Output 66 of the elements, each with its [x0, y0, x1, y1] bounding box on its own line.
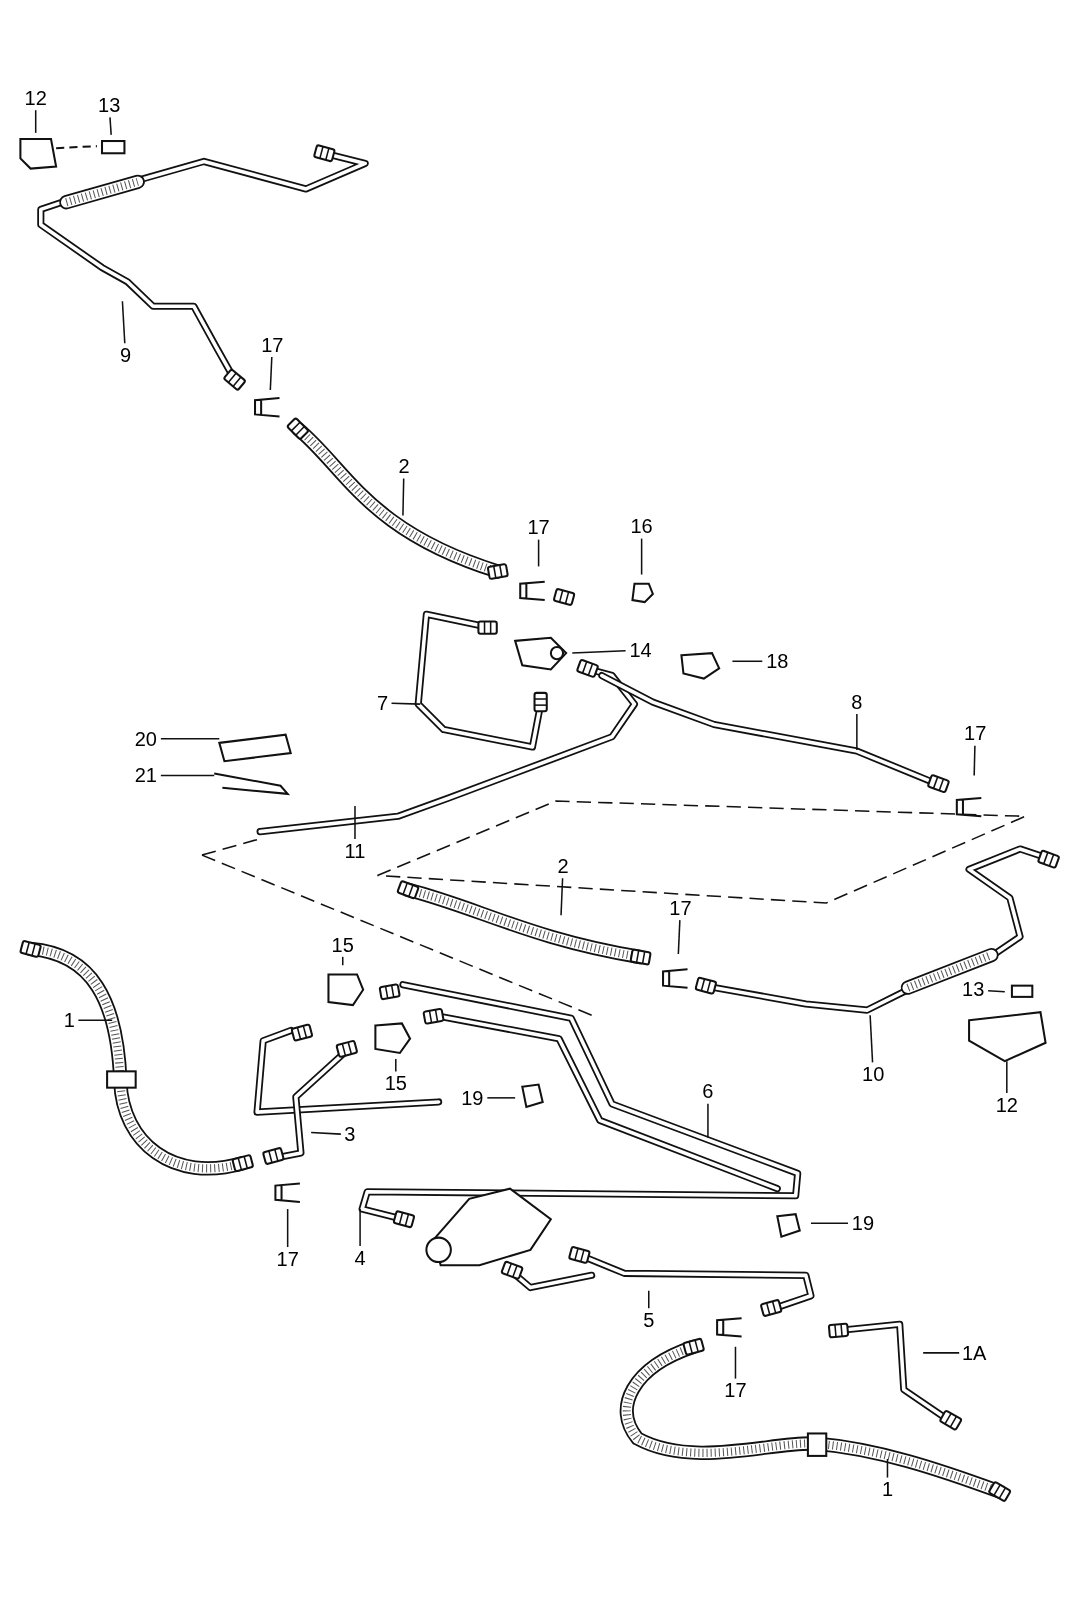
- callout-number: 7: [376, 692, 389, 713]
- callout-number: 12: [24, 87, 47, 108]
- leader-line: [869, 1014, 874, 1064]
- leader-line: [856, 713, 858, 751]
- leader-line: [973, 744, 976, 777]
- callout-number: 15: [331, 934, 354, 955]
- callout-number: 10: [862, 1064, 885, 1085]
- leader-line: [571, 649, 627, 654]
- callout-number: 20: [134, 728, 157, 749]
- leader-line: [354, 805, 356, 840]
- leader-line: [560, 877, 564, 917]
- callout-number: 3: [344, 1124, 356, 1145]
- callout-number: 17: [964, 723, 987, 744]
- callout-number: 18: [766, 651, 789, 671]
- callout-number: 14: [629, 639, 652, 660]
- callout-number: 5: [643, 1309, 655, 1330]
- leader-line: [987, 989, 1006, 993]
- leader-line: [359, 1208, 361, 1247]
- callout-number: 8: [851, 691, 863, 712]
- leader-line: [342, 956, 344, 966]
- leader-line: [707, 1102, 709, 1139]
- leader-line: [731, 660, 764, 663]
- callout-number: 17: [669, 897, 692, 918]
- leader-line: [34, 109, 37, 134]
- callout-number: 2: [557, 856, 569, 877]
- leader-line: [286, 1208, 289, 1248]
- callout-number: 17: [724, 1380, 747, 1401]
- callout-number: 16: [630, 516, 653, 537]
- leader-line: [109, 116, 112, 136]
- leader-line: [402, 477, 405, 517]
- callout-number: 21: [134, 765, 157, 786]
- leader-line: [310, 1131, 342, 1135]
- leader-line: [160, 738, 221, 740]
- callout-number: 13: [962, 979, 985, 1000]
- leader-line: [77, 1019, 113, 1022]
- leader-line: [390, 702, 422, 705]
- callout-number: 17: [261, 334, 284, 355]
- callout-number: 1: [63, 1010, 75, 1031]
- leader-line: [395, 1058, 397, 1073]
- leader-line: [648, 1289, 650, 1309]
- callout-number: 19: [461, 1087, 484, 1108]
- callout-number: 1: [881, 1479, 893, 1500]
- callout-number: 1A: [961, 1342, 987, 1363]
- callout-number: 9: [119, 345, 132, 365]
- leader-line: [810, 1222, 849, 1225]
- callout-number: 19: [851, 1213, 875, 1234]
- callout-number: 6: [702, 1081, 714, 1102]
- callout-number: 17: [276, 1248, 299, 1269]
- leader-line: [1006, 1060, 1008, 1094]
- callout-number: 2: [398, 456, 410, 477]
- leader-line: [734, 1346, 737, 1380]
- callout-number: 17: [527, 517, 550, 538]
- leader-line: [486, 1097, 516, 1099]
- callout-number: 13: [98, 95, 121, 116]
- callout-number: 12: [995, 1094, 1018, 1115]
- leader-line: [269, 356, 273, 391]
- leader-line: [922, 1352, 960, 1354]
- leader-line: [640, 537, 643, 576]
- leader-line: [886, 1458, 889, 1479]
- callout-number: 4: [354, 1247, 366, 1268]
- leader-line: [537, 538, 540, 568]
- callout-number: 11: [344, 840, 366, 861]
- leader-line: [677, 919, 681, 955]
- callout-number: 15: [384, 1073, 407, 1094]
- leader-line: [160, 774, 215, 777]
- leader-line: [121, 300, 126, 344]
